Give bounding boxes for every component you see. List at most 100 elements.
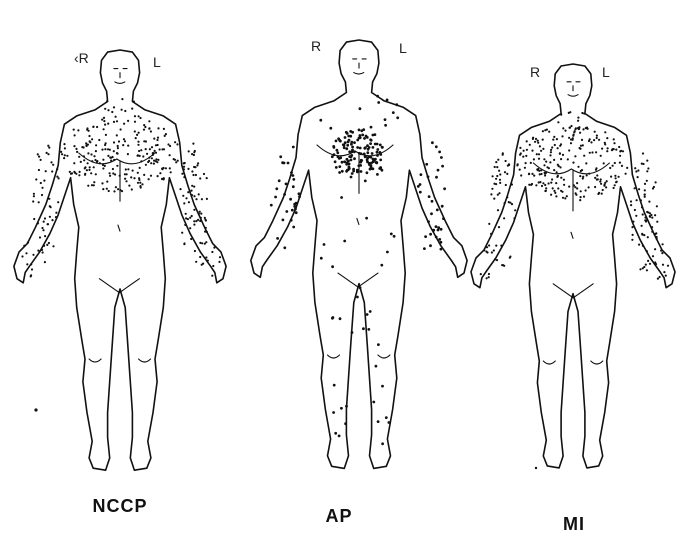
mi-pain-dot: [595, 167, 597, 169]
ap-pain-dot: [440, 156, 443, 159]
mi-pain-dot: [572, 162, 574, 164]
mi-pain-dot: [657, 278, 659, 280]
mi-pain-dot: [649, 263, 651, 265]
ap-pain-dot: [441, 165, 444, 168]
nccp-pain-dot: [41, 187, 43, 189]
mi-pain-dot: [531, 150, 533, 152]
nccp-pain-dot: [169, 145, 171, 147]
nccp-pain-dot: [127, 168, 129, 170]
ap-pain-dot: [376, 95, 379, 98]
ap-pain-dot: [376, 154, 379, 157]
nccp-pain-dot: [120, 128, 122, 130]
nccp-pain-dot: [30, 263, 32, 265]
ap-pain-dot: [374, 158, 377, 161]
mi-pain-dot: [555, 182, 557, 184]
nccp-pain-dot: [212, 265, 214, 267]
nccp-pain-dot: [153, 138, 155, 140]
nccp-pain-dot: [112, 168, 114, 170]
nccp-pain-dot: [198, 213, 200, 215]
ap-pain-dot: [335, 166, 338, 169]
nccp-pain-dot: [167, 143, 169, 145]
nccp-pain-dot: [79, 171, 81, 173]
ap-pain-dot: [427, 220, 430, 223]
mi-pain-dot: [499, 173, 501, 175]
nccp-pain-dot: [173, 158, 175, 160]
nccp-pain-dot: [195, 174, 197, 176]
mi-pain-dot: [603, 185, 605, 187]
ap-pain-dot: [372, 401, 375, 404]
ap-pain-dot: [353, 141, 356, 144]
nccp-pain-dot: [32, 254, 34, 256]
nccp-pain-dot: [43, 180, 45, 182]
mi-pain-dot: [582, 176, 584, 178]
nccp-pain-dot: [134, 121, 136, 123]
nccp-pain-dot: [55, 212, 57, 214]
ap-pain-dot: [361, 134, 364, 137]
ap-pain-dot: [384, 124, 387, 127]
ap-caption: AP: [325, 506, 352, 527]
nccp-pain-dot: [189, 227, 191, 229]
nccp-pain-dot: [162, 178, 164, 180]
nccp-face: [114, 69, 127, 84]
nccp-pain-dot: [56, 168, 58, 170]
nccp-pain-dot: [42, 229, 44, 231]
mi-pain-dot: [491, 251, 493, 253]
ap-pain-dot: [372, 134, 375, 137]
mi-pain-dot: [661, 252, 663, 254]
nccp-pain-dot: [183, 168, 185, 170]
mi-pain-dot: [514, 209, 516, 211]
mi-pain-dot: [604, 143, 606, 145]
mi-pain-dot: [491, 188, 493, 190]
mi-pain-dot: [480, 273, 482, 275]
mi-pain-dot: [634, 167, 636, 169]
nccp-pain-dot: [124, 178, 126, 180]
nccp-pain-dot: [206, 198, 208, 200]
mi-pain-dot: [567, 158, 569, 160]
nccp-pain-dot: [70, 173, 72, 175]
mi-pain-dot: [574, 130, 576, 132]
nccp-pain-dot: [211, 275, 213, 277]
nccp-pain-dot: [150, 130, 152, 132]
nccp-pain-dot: [123, 138, 125, 140]
nccp-pain-dot: [155, 158, 157, 160]
mi-pain-dot: [538, 181, 540, 183]
mi-pain-dot: [632, 221, 634, 223]
ap-pain-dot: [350, 176, 353, 179]
ap-pain-dot: [432, 229, 435, 232]
ap-pain-dot: [435, 145, 438, 148]
ap-pain-dot: [335, 140, 338, 143]
mi-pain-dot: [566, 195, 568, 197]
mi-pain-dot: [647, 167, 649, 169]
nccp-pain-dot: [116, 152, 118, 154]
mi-pain-dot: [660, 250, 662, 252]
nccp-pain-dot: [110, 157, 112, 159]
mi-pain-dot: [577, 117, 579, 119]
nccp-pain-dot: [102, 159, 104, 161]
mi-pain-dot: [630, 204, 632, 206]
ap-left-label: L: [399, 40, 407, 56]
ap-pain-dot: [346, 161, 349, 164]
mi-pain-dot: [655, 263, 657, 265]
ap-pain-dot: [369, 142, 372, 145]
nccp-pain-dot: [121, 190, 123, 192]
mi-pain-dot: [598, 192, 600, 194]
nccp-pain-dot: [139, 182, 141, 184]
nccp-pain-dot: [113, 150, 115, 152]
nccp-pain-dot: [127, 145, 129, 147]
mi-pain-dot: [540, 150, 542, 152]
nccp-pain-dot: [73, 162, 75, 164]
ap-pain-dot: [289, 198, 292, 201]
ap-pain-dot: [435, 225, 438, 228]
mi-pain-dot: [557, 121, 559, 123]
nccp-pain-dot: [199, 256, 201, 258]
nccp-pain-dot: [193, 151, 195, 153]
ap-pain-dot: [364, 180, 367, 183]
nccp-pain-dot: [51, 170, 53, 172]
nccp-pain-dot: [95, 173, 97, 175]
nccp-pain-dot: [159, 148, 161, 150]
mi-pain-dot: [644, 217, 646, 219]
nccp-pain-dot: [89, 140, 91, 142]
mi-pain-dot: [601, 148, 603, 150]
ap-pain-dot: [436, 209, 439, 212]
nccp-pain-dot: [163, 128, 165, 130]
